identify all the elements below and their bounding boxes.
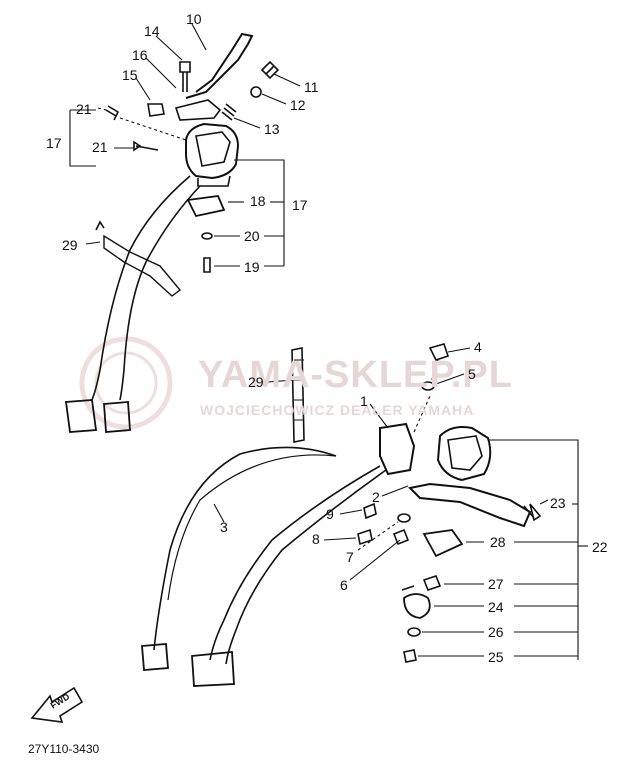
fwd-arrow-icon <box>30 686 84 723</box>
callout-5: 5 <box>468 366 476 382</box>
callout-6: 6 <box>340 577 348 593</box>
screw-21b <box>133 140 159 152</box>
callout-3: 3 <box>220 519 228 535</box>
lever-holder <box>174 99 222 121</box>
callout-11: 11 <box>304 79 319 95</box>
switch-24 <box>403 593 431 619</box>
band-29-top <box>103 234 182 297</box>
callout-17a: 17 <box>46 135 62 151</box>
callout-27: 27 <box>488 576 504 592</box>
callout-21a: 21 <box>76 101 92 117</box>
band-29-bottom <box>291 347 305 443</box>
switch-housing-right <box>436 426 492 482</box>
switch-28 <box>422 529 464 558</box>
callout-8: 8 <box>312 531 320 547</box>
harness-main <box>209 465 381 661</box>
callout-28: 28 <box>490 534 506 550</box>
callout-29b: 29 <box>248 374 264 390</box>
callout-25: 25 <box>488 649 504 665</box>
callout-7: 7 <box>346 549 354 565</box>
callout-16: 16 <box>132 47 148 63</box>
callout-20: 20 <box>244 228 260 244</box>
callout-29a: 29 <box>62 237 78 253</box>
connector-left <box>64 399 98 433</box>
callout-26: 26 <box>488 624 504 640</box>
watermark-subtitle: WOJCIECHOWICZ DEALER YAMAHA <box>200 402 475 418</box>
callout-1: 1 <box>360 393 368 409</box>
callout-12: 12 <box>290 97 306 113</box>
callout-10: 10 <box>186 11 202 27</box>
callout-19: 19 <box>244 259 260 275</box>
watermark-title: YAMA-SKLEP.PL <box>198 354 513 396</box>
callout-15: 15 <box>122 67 138 83</box>
callout-13: 13 <box>264 121 280 137</box>
part-code: 27Y110-3430 <box>28 742 100 756</box>
callout-23: 23 <box>550 495 566 511</box>
connector-bottom-b <box>191 651 235 687</box>
connector-right <box>103 401 131 433</box>
callout-2: 2 <box>372 489 380 505</box>
top-harness-b <box>119 185 201 401</box>
lever-holder-1 <box>379 422 416 476</box>
connector-bottom-a <box>141 643 169 671</box>
switch-18 <box>186 195 226 218</box>
switch-housing-left <box>185 122 240 180</box>
callout-4: 4 <box>474 339 482 355</box>
wire-3 <box>153 446 337 651</box>
callout-18: 18 <box>250 193 266 209</box>
clutch-lever <box>185 32 254 99</box>
callout-14: 14 <box>144 23 160 39</box>
callout-17b: 17 <box>292 197 308 213</box>
callout-22: 22 <box>592 539 608 555</box>
brake-lever <box>407 482 532 528</box>
callout-24: 24 <box>488 599 504 615</box>
screw-21a <box>105 105 120 121</box>
callout-9: 9 <box>326 506 334 522</box>
top-harness-a <box>91 175 191 401</box>
callout-21b: 21 <box>92 139 108 155</box>
